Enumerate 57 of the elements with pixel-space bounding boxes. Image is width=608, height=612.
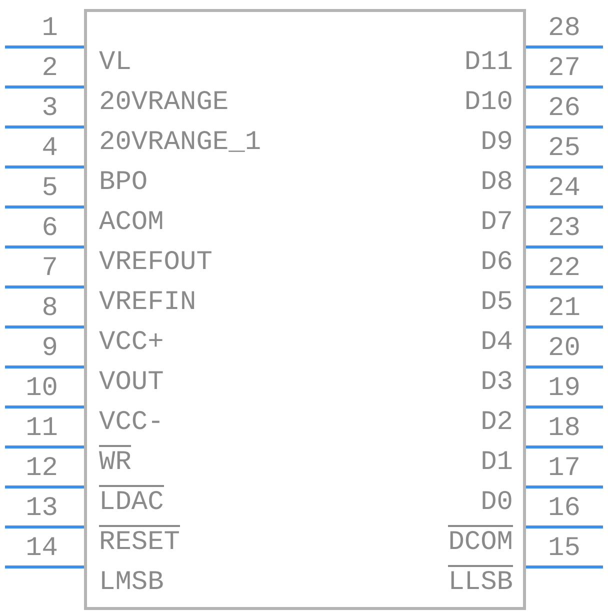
pin-label: D0 [480,488,513,518]
pin-label: VREFOUT [99,248,212,278]
pin-label: ACOM [99,208,164,238]
pin-number: 13 [26,494,58,524]
pin-number: 1 [42,14,58,44]
pin-number: 10 [26,374,58,404]
chip-body [84,9,526,610]
pin-number: 5 [42,174,58,204]
pin-number: 14 [26,534,58,564]
pin-number: 20 [548,334,580,364]
pin-label: LLSB [448,565,513,598]
pin-number: 23 [548,214,580,244]
pin-number: 28 [548,14,580,44]
pin-label: LMSB [99,568,164,598]
pin-label: D5 [480,288,513,318]
pin-number: 15 [548,534,580,564]
pin-label: D11 [464,48,513,78]
pin-label: D2 [480,408,513,438]
pin-label: WR [99,445,132,478]
pin-number: 27 [548,54,580,84]
pin-number: 7 [42,254,58,284]
pin-number: 24 [548,174,580,204]
pin-number: 18 [548,414,580,444]
pin-label: D9 [480,128,513,158]
pin-label: D8 [480,168,513,198]
pin-number: 17 [548,454,580,484]
pin-label: D3 [480,368,513,398]
pin-number: 11 [26,414,58,444]
pin-label: BPO [99,168,148,198]
pin-number: 4 [42,134,58,164]
pin-label: VOUT [99,368,164,398]
pin-label: D1 [480,448,513,478]
pin-number: 26 [548,94,580,124]
pin-number: 25 [548,134,580,164]
pin-label: VCC+ [99,328,164,358]
pin-label: VL [99,48,132,78]
pin-label: VREFIN [99,288,196,318]
pin-label: D7 [480,208,513,238]
pin-label: VCC- [99,408,164,438]
pin-label: D6 [480,248,513,278]
pin-number: 3 [42,94,58,124]
pin-label: D10 [464,88,513,118]
pin-number: 9 [42,334,58,364]
pin-number: 19 [548,374,580,404]
pin-number: 22 [548,254,580,284]
pin-label: RESET [99,525,180,558]
pin-label: 20VRANGE [99,88,229,118]
pin-number: 2 [42,54,58,84]
pin-label: LDAC [99,485,164,518]
pin-number: 21 [548,294,580,324]
pin-label: D4 [480,328,513,358]
pin-label: DCOM [448,525,513,558]
pin-number: 12 [26,454,58,484]
pin-number: 16 [548,494,580,524]
pin-number: 8 [42,294,58,324]
pin-number: 6 [42,214,58,244]
pin-label: 20VRANGE_1 [99,128,262,158]
